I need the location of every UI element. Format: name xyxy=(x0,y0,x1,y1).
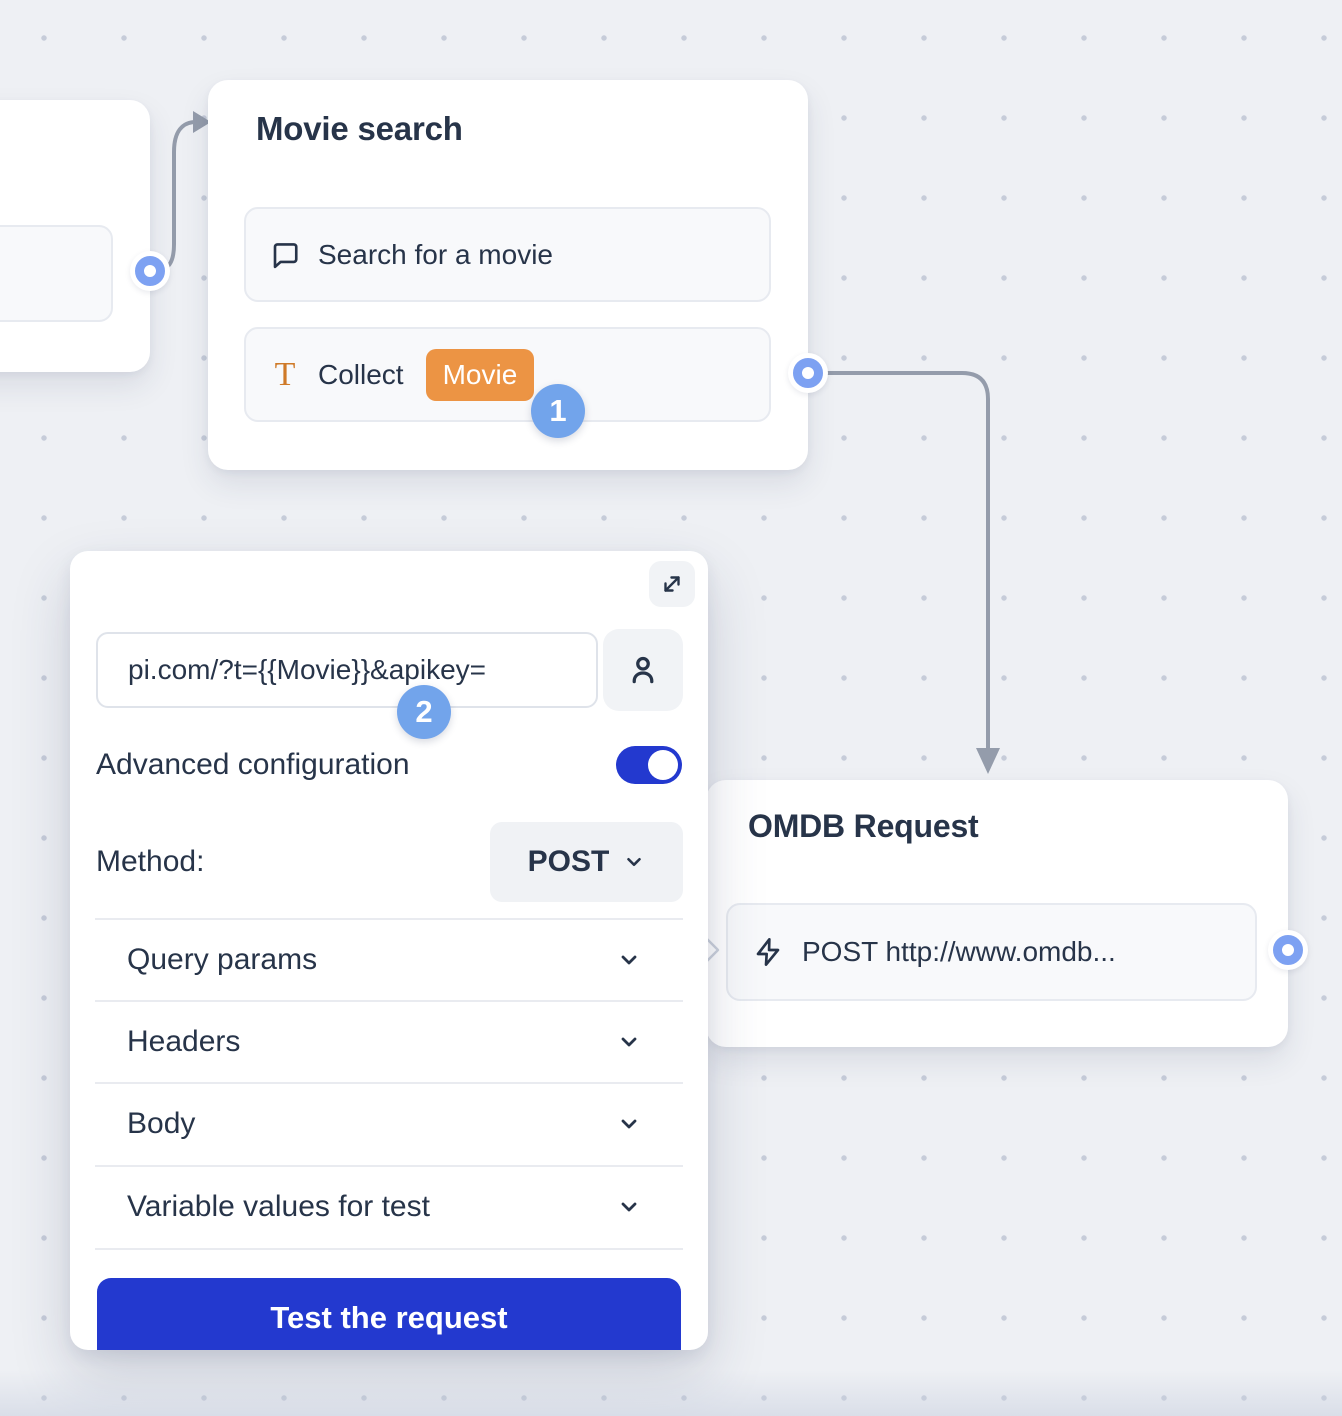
divider xyxy=(95,1082,683,1084)
advanced-configuration-toggle[interactable] xyxy=(616,746,682,784)
toggle-knob xyxy=(648,750,678,780)
section-headers[interactable]: Headers xyxy=(95,1003,683,1081)
expand-button[interactable] xyxy=(649,561,695,607)
section-label: Headers xyxy=(127,1025,241,1058)
expand-icon xyxy=(659,571,685,597)
section-query-params[interactable]: Query params xyxy=(95,921,683,999)
person-icon xyxy=(626,653,660,687)
test-request-button[interactable]: Test the request xyxy=(97,1278,681,1350)
webhook-block-label: POST http://www.omdb... xyxy=(802,936,1116,967)
omdb-request-node[interactable]: OMDB Request POST http://www.omdb... xyxy=(706,780,1288,1047)
lightning-icon xyxy=(752,936,784,968)
output-port-partial-node[interactable] xyxy=(130,251,170,291)
insert-variable-button[interactable] xyxy=(603,629,683,711)
chevron-down-icon xyxy=(617,1112,683,1136)
text-collect-icon: T xyxy=(274,355,296,393)
output-port-omdb[interactable] xyxy=(1268,930,1308,970)
section-label: Body xyxy=(127,1107,196,1140)
chevron-down-icon xyxy=(617,948,683,972)
divider xyxy=(95,1000,683,1002)
url-input[interactable] xyxy=(96,632,598,708)
node-title: OMDB Request xyxy=(748,808,979,844)
partial-node-card[interactable] xyxy=(0,100,150,372)
advanced-configuration-label: Advanced configuration xyxy=(96,748,410,781)
output-port-movie-search[interactable] xyxy=(788,353,828,393)
port-ring xyxy=(135,256,165,286)
section-label: Variable values for test xyxy=(127,1190,430,1223)
chevron-down-icon xyxy=(617,1195,683,1219)
node-title: Movie search xyxy=(256,110,463,147)
annotation-badge-1: 1 xyxy=(531,384,585,438)
partial-node-row[interactable] xyxy=(0,225,113,322)
collect-block-row[interactable]: T Collect Movie xyxy=(244,327,771,422)
divider xyxy=(95,918,683,920)
divider xyxy=(95,1248,683,1250)
section-label: Query params xyxy=(127,943,318,976)
message-block-label: Search for a movie xyxy=(318,238,553,270)
message-block-row[interactable]: Search for a movie xyxy=(244,207,771,302)
divider xyxy=(95,1165,683,1167)
chevron-down-icon xyxy=(617,1030,683,1054)
movie-search-node[interactable]: Movie search Search for a movie T Collec… xyxy=(208,80,808,470)
chat-bubble-icon xyxy=(270,240,300,270)
collect-block-label: Collect xyxy=(318,358,404,390)
webhook-editor-panel: Advanced configuration Method: POST Quer… xyxy=(70,551,708,1350)
variable-chip: Movie xyxy=(425,348,535,401)
method-value: POST xyxy=(527,845,610,878)
port-ring xyxy=(1273,935,1303,965)
annotation-badge-2: 2 xyxy=(397,685,451,739)
port-ring xyxy=(793,358,823,388)
section-variable-values[interactable]: Variable values for test xyxy=(95,1168,683,1246)
section-body[interactable]: Body xyxy=(95,1085,683,1163)
chevron-down-icon xyxy=(623,851,645,873)
webhook-block-row[interactable]: POST http://www.omdb... xyxy=(726,903,1257,1001)
method-dropdown[interactable]: POST xyxy=(490,822,683,902)
method-label: Method: xyxy=(96,845,205,878)
